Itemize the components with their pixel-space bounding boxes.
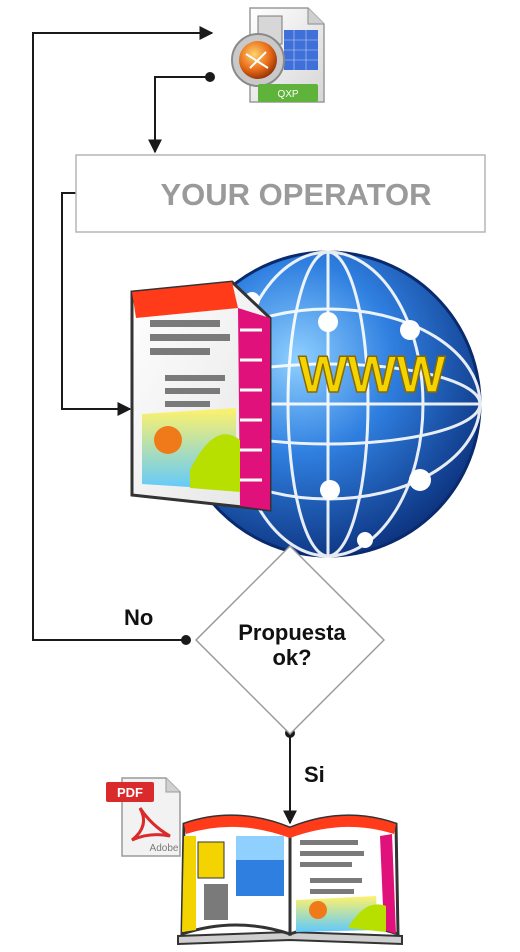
qxp-file-icon: QXP	[231, 7, 325, 103]
qxp-to-operator-line	[148, 76, 210, 154]
decision-line1: Propuesta	[238, 620, 346, 645]
pdf-file-icon: PDF Adobe	[106, 777, 181, 857]
no-label: No	[124, 605, 153, 630]
operator-box: YOUR OPERATOR	[75, 154, 486, 233]
pdf-brand: Adobe	[150, 843, 179, 854]
www-label: WWW	[298, 346, 446, 404]
yes-label: Si	[304, 762, 325, 787]
proof-document-icon	[130, 280, 272, 512]
pdf-badge: PDF	[117, 785, 143, 800]
decision-diamond: Propuesta ok?	[195, 545, 385, 735]
operator-label: YOUR OPERATOR	[161, 177, 432, 212]
no-out-dot	[181, 635, 191, 645]
no-loop-line	[32, 26, 214, 641]
qxp-badge: QXP	[277, 89, 298, 100]
qxp-out-dot	[205, 72, 215, 82]
decision-line2: ok?	[272, 645, 311, 670]
open-brochure-icon	[177, 814, 403, 946]
